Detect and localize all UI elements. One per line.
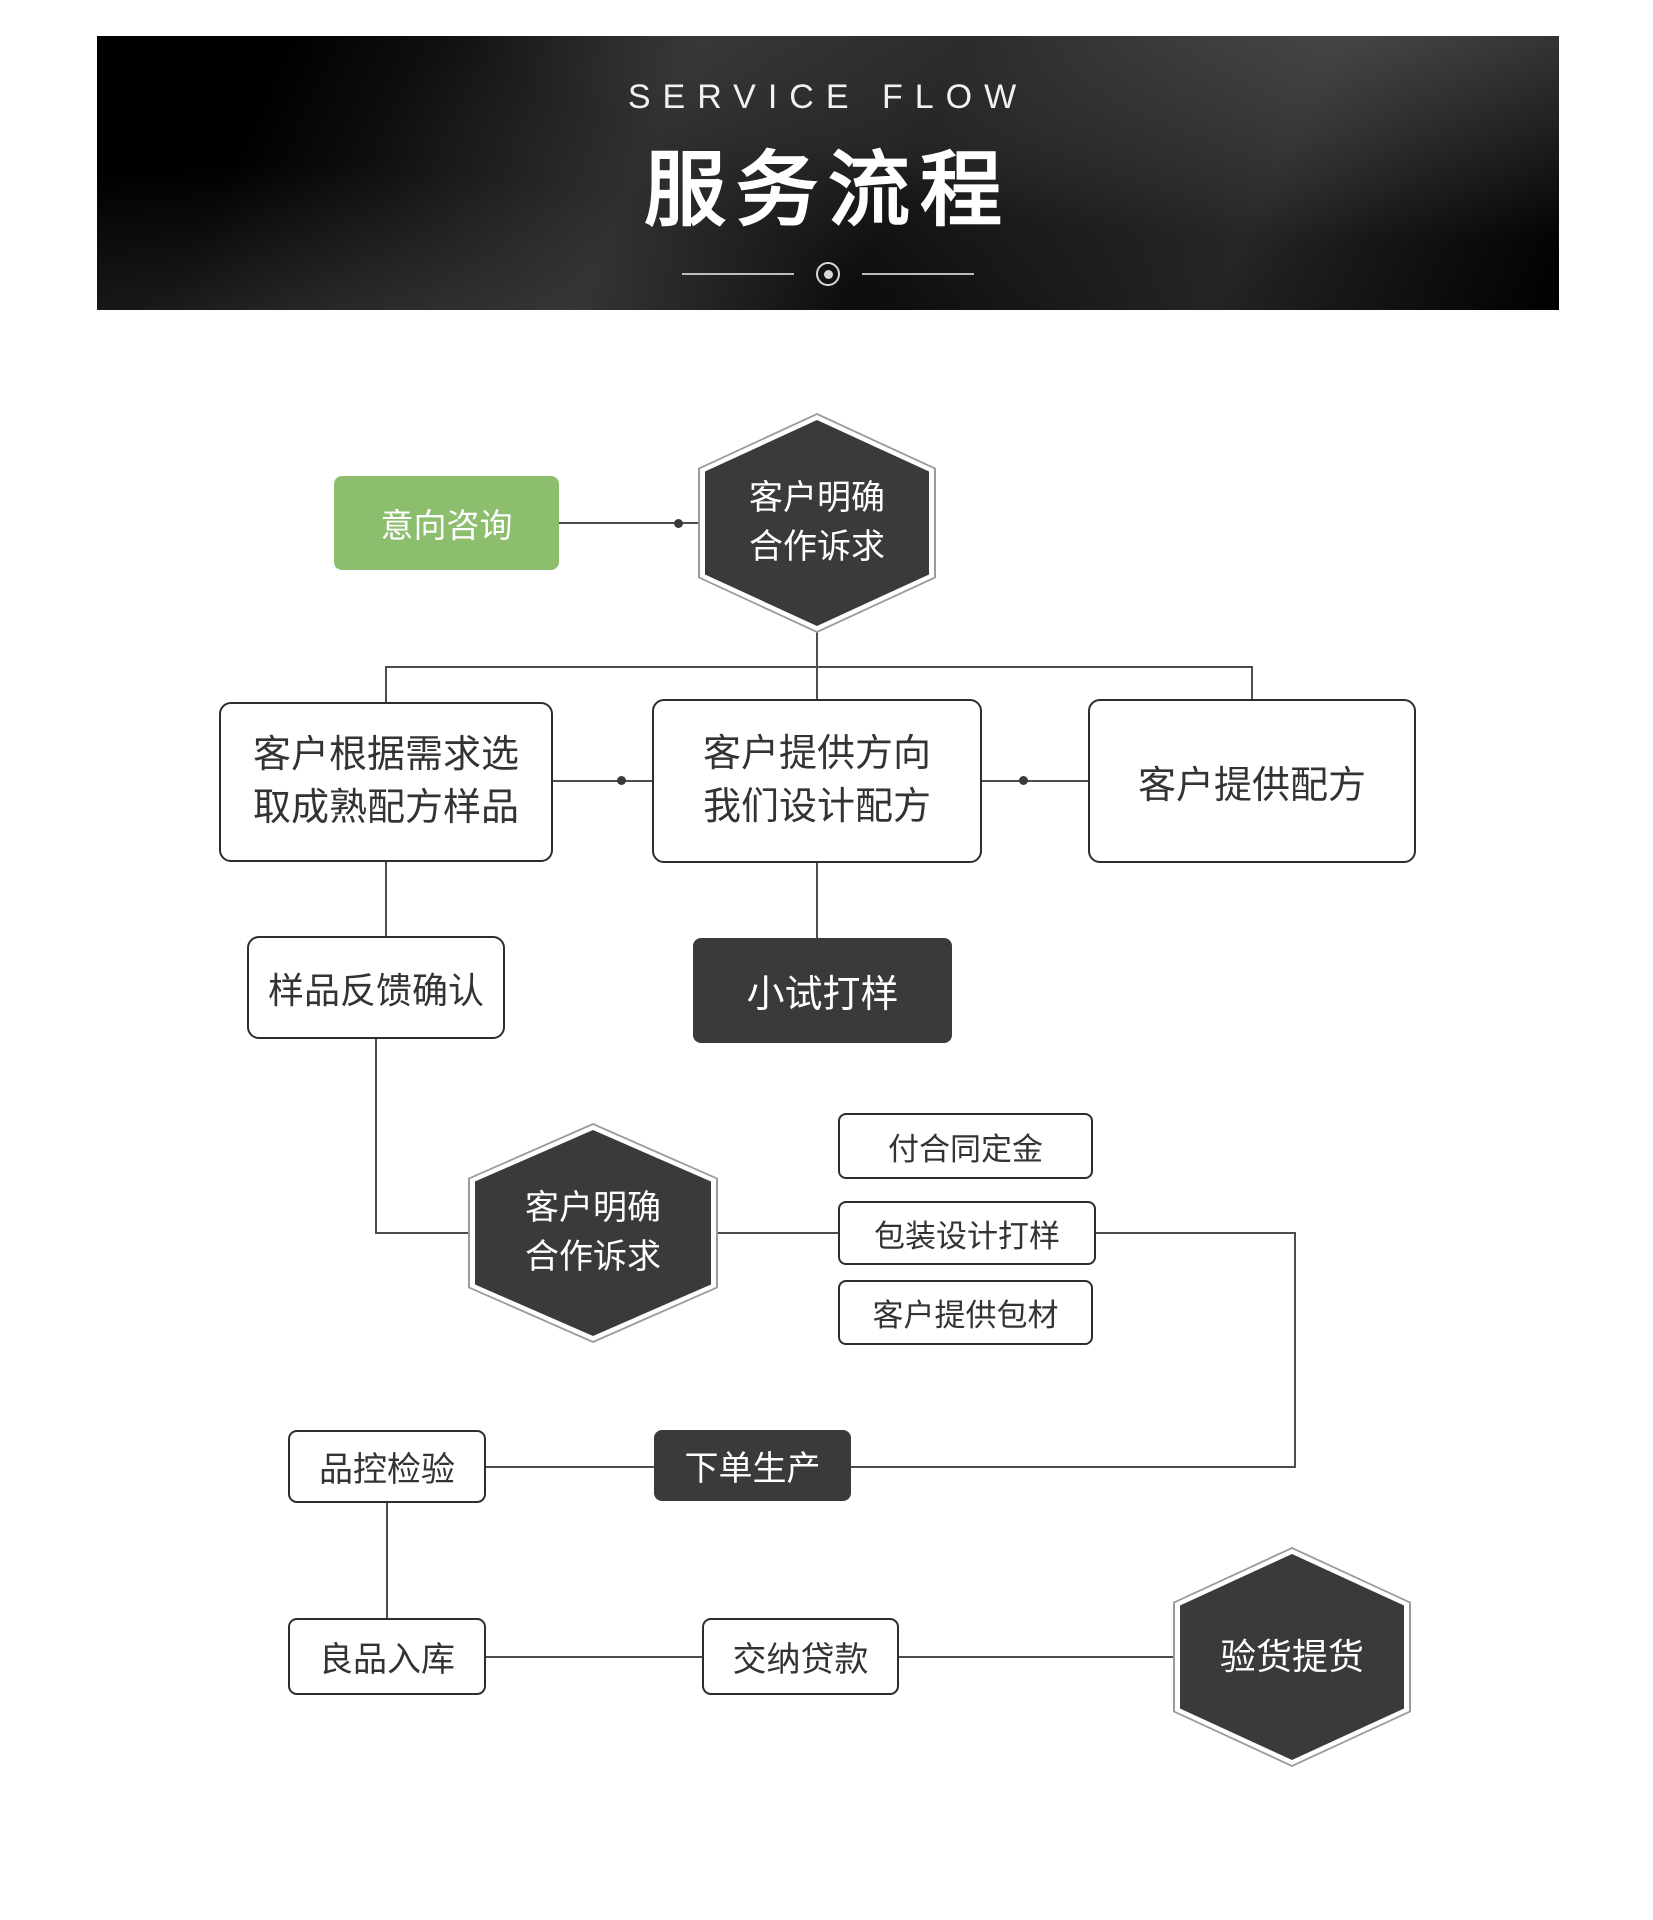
node-customer-formula-label: 客户提供配方	[1137, 764, 1366, 807]
connector-package-right	[1096, 1232, 1296, 1234]
connector-qc-order	[486, 1466, 654, 1468]
node-payment-label: 交纳贷款	[732, 1641, 869, 1679]
connector-feedback-hex2	[375, 1232, 470, 1234]
connector-storage-payment	[486, 1656, 702, 1658]
connector-branch-middle	[816, 666, 818, 701]
hex2-line2: 合作诉求	[525, 1238, 661, 1276]
node-good-storage: 良品入库	[288, 1618, 486, 1695]
connector-design-trial	[816, 863, 818, 938]
header-divider	[682, 262, 974, 286]
connector-sample-feedback	[385, 862, 387, 936]
hex1-line2: 合作诉求	[749, 528, 885, 566]
connector-branch-bar	[385, 666, 1253, 668]
node-hex-customer-confirm-top: 客户明确 合作诉求	[698, 413, 936, 633]
node-package-design: 包装设计打样	[838, 1201, 1096, 1265]
node-customer-formula: 客户提供配方	[1088, 699, 1416, 863]
divider-line-left	[682, 273, 794, 275]
divider-dot-icon	[823, 269, 833, 279]
connector-intent-hex1	[559, 522, 700, 524]
connector-branch-right	[1251, 666, 1253, 701]
node-order-production: 下单生产	[654, 1430, 851, 1501]
connector-design-formula	[982, 780, 1088, 782]
node-package-supply: 客户提供包材	[838, 1280, 1093, 1345]
hex2-line1: 客户明确	[525, 1188, 661, 1227]
connector-right-down	[1294, 1232, 1296, 1468]
node-good-storage-label: 良品入库	[319, 1641, 455, 1679]
connector-order-right	[851, 1466, 1296, 1468]
hex1-line1: 客户明确	[749, 478, 885, 517]
node-sample-feedback-label: 样品反馈确认	[267, 969, 484, 1011]
node-select-sample-line2: 取成熟配方样品	[252, 787, 519, 829]
node-hex-inspect-pickup: 验货提货	[1173, 1547, 1411, 1767]
connector-qc-storage	[386, 1503, 388, 1618]
node-intent-inquiry: 意向咨询	[334, 476, 559, 570]
connector-dot-2	[617, 776, 626, 785]
hex-core: 客户明确 合作诉求	[705, 420, 929, 626]
node-design-formula-line2: 我们设计配方	[702, 786, 931, 828]
node-trial-sample: 小试打样	[693, 938, 952, 1043]
connector-dot-3	[1019, 776, 1028, 785]
node-quality-check: 品控检验	[288, 1430, 486, 1503]
connector-payment-hex3	[899, 1656, 1175, 1658]
hex-core: 客户明确 合作诉求	[475, 1130, 711, 1336]
node-select-sample: 客户根据需求选 取成熟配方样品	[219, 702, 553, 862]
header-banner: SERVICE FLOW 服务流程	[97, 36, 1559, 310]
node-package-supply-label: 客户提供包材	[872, 1298, 1059, 1333]
node-inspect-pickup-label: 验货提货	[1219, 1635, 1364, 1677]
divider-circle-icon	[816, 262, 840, 286]
node-intent-label: 意向咨询	[380, 507, 513, 544]
node-select-sample-line1: 客户根据需求选	[252, 733, 519, 776]
node-contract-deposit-label: 付合同定金	[888, 1131, 1043, 1167]
node-hex-customer-confirm-mid: 客户明确 合作诉求	[468, 1123, 718, 1343]
node-payment: 交纳贷款	[702, 1618, 899, 1695]
page-title: 服务流程	[643, 145, 1012, 236]
node-design-formula: 客户提供方向 我们设计配方	[652, 699, 982, 863]
node-order-production-label: 下单生产	[684, 1450, 821, 1488]
hex-core: 验货提货	[1180, 1554, 1404, 1760]
node-package-design-label: 包装设计打样	[874, 1218, 1060, 1254]
connector-feedback-down	[375, 1039, 377, 1234]
node-quality-check-label: 品控检验	[319, 1451, 455, 1489]
connector-dot-1	[674, 519, 683, 528]
header-subtitle: SERVICE FLOW	[627, 78, 1029, 116]
connector-branch-left	[385, 666, 387, 704]
connector-sample-design	[553, 780, 652, 782]
connector-hex1-branch	[816, 631, 818, 668]
node-design-formula-line1: 客户提供方向	[702, 732, 931, 775]
divider-line-right	[862, 273, 974, 275]
connector-hex2-package	[718, 1232, 838, 1234]
node-sample-feedback: 样品反馈确认	[247, 936, 505, 1039]
node-contract-deposit: 付合同定金	[838, 1113, 1093, 1179]
node-trial-sample-label: 小试打样	[746, 974, 899, 1016]
